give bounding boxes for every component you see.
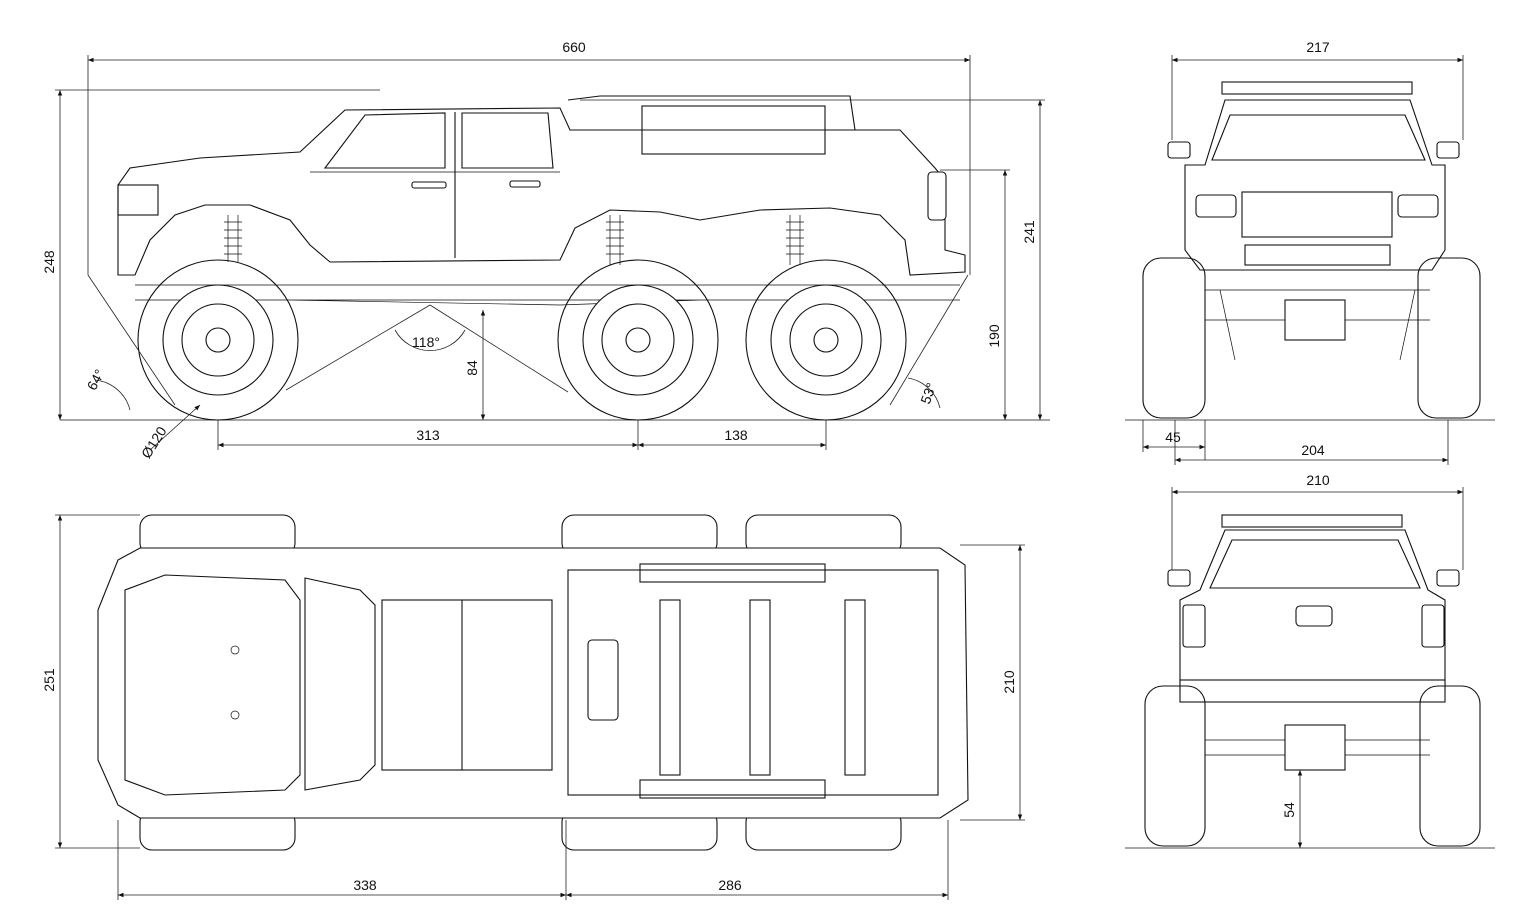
dim-overall-height: 248 (41, 250, 57, 274)
dim-overall-length: 660 (562, 39, 586, 55)
dim-top-rear-section: 286 (718, 877, 742, 893)
dim-wheel-diameter: Ø120 (138, 423, 170, 461)
dim-wheelbase-rear: 138 (724, 427, 748, 443)
dim-departure-angle: 53° (917, 381, 939, 406)
dim-ground-clearance: 84 (464, 360, 480, 376)
side-body (117, 107, 966, 276)
dim-approach-angle: 64° (84, 367, 108, 393)
dim-top-body-width: 210 (1001, 670, 1017, 694)
dim-tire-width: 45 (1165, 429, 1181, 445)
side-view: 660 248 241 190 84 313 138 64° 118° (41, 39, 1050, 461)
dim-top-overall-width: 251 (41, 668, 57, 692)
dim-rear-axle-clearance: 54 (1281, 802, 1297, 818)
dim-wheelbase-front: 313 (416, 427, 440, 443)
dim-breakover-angle: 118° (412, 334, 440, 350)
rear-view: 210 54 (1125, 472, 1495, 849)
dim-body-height: 241 (1021, 220, 1037, 244)
dim-front-overall-width: 217 (1306, 39, 1330, 55)
dim-rear-overall-width: 210 (1306, 472, 1330, 488)
dim-clearance-height: 190 (986, 324, 1002, 348)
side-wheels (137, 259, 907, 421)
dim-top-front-section: 338 (353, 877, 377, 893)
front-view: 217 45 204 (1125, 39, 1495, 465)
dim-track-width: 204 (1301, 442, 1325, 458)
top-view: 251 210 338 286 (41, 514, 1025, 900)
